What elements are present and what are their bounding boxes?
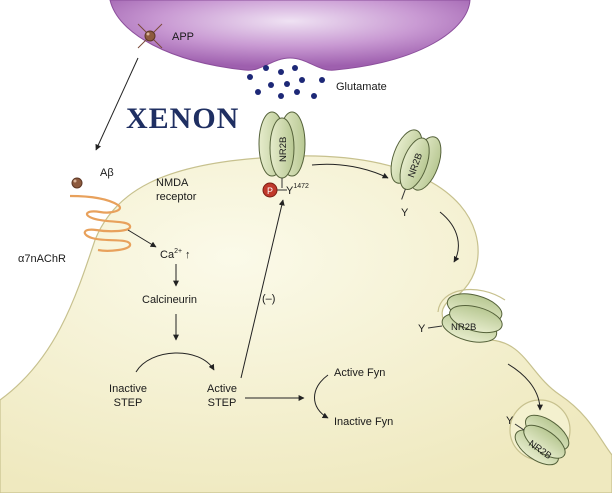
y1472-label: Y1472 xyxy=(286,183,309,197)
receptor-4-y-link xyxy=(514,423,525,431)
active-fyn-label: Active Fyn xyxy=(334,367,385,379)
receptor-move-arrow-2 xyxy=(439,211,460,263)
nr2b-receptor-1: NR2B xyxy=(258,111,306,188)
fyn-inactivation-arrow xyxy=(314,374,329,419)
inactive-step-line1: Inactive xyxy=(109,383,147,395)
minus-label: (–) xyxy=(262,293,275,305)
ca-label: Ca2+↑ xyxy=(160,248,191,261)
nr2b-receptor-4: NR2B xyxy=(514,414,570,466)
app-complex xyxy=(137,23,163,49)
xenon-watermark: XENON xyxy=(126,102,239,135)
coil-to-ca-arrow xyxy=(127,229,157,248)
glutamate-label: Glutamate xyxy=(336,81,387,93)
abeta-label: Aβ xyxy=(100,167,114,179)
active-step-line1: Active xyxy=(207,383,237,395)
receptor-3-y-label: Y xyxy=(418,323,426,335)
step-to-y1472-arrow xyxy=(240,199,285,379)
app-to-abeta-arrow xyxy=(95,57,139,151)
nmda-label-line2: receptor xyxy=(156,191,197,203)
inactive-step-line2: STEP xyxy=(114,397,143,409)
nr2b-receptor-3 xyxy=(441,293,503,343)
calcineurin-label: Calcineurin xyxy=(142,294,197,306)
ca-increase-arrow: ↑ xyxy=(185,249,191,261)
phospho-group xyxy=(262,182,278,198)
presynaptic-terminal xyxy=(109,0,471,71)
y1472-text: Y xyxy=(286,185,294,197)
ca-text: Ca xyxy=(160,249,175,261)
phospho-label: P xyxy=(267,186,273,196)
receptor-2-y-label: Y xyxy=(401,207,409,219)
receptor-4-y-label: Y xyxy=(506,415,514,427)
ca-superscript: 2+ xyxy=(174,248,182,255)
a7nachr-coil xyxy=(69,194,132,252)
inactive-fyn-label: Inactive Fyn xyxy=(334,416,393,428)
glutamate-molecules xyxy=(247,65,325,99)
abeta-molecule xyxy=(71,177,83,189)
y1472-superscript: 1472 xyxy=(293,183,309,190)
receptor-move-arrow-3 xyxy=(507,363,543,411)
active-step-line2: STEP xyxy=(208,397,237,409)
app-label: APP xyxy=(172,31,194,43)
nmda-label-line1: NMDA xyxy=(156,177,189,189)
nr2b-receptor-3-label: NR2B xyxy=(451,322,476,333)
a7nachr-label: α7nAChR xyxy=(18,253,66,265)
nr2b-receptor-2: NR2B xyxy=(390,129,442,200)
step-activation-arrow xyxy=(135,352,215,373)
nr2b-receptor-1-label: NR2B xyxy=(278,137,289,162)
receptor-move-arrow-1 xyxy=(311,163,389,179)
receptor-3-y-link xyxy=(427,325,443,329)
